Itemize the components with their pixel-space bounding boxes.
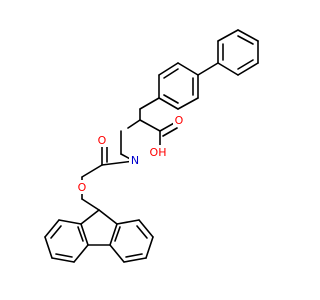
bond — [237, 62, 259, 76]
bond — [125, 253, 143, 258]
acid-oxygen-label: O — [175, 114, 184, 127]
bond — [158, 62, 179, 76]
bond — [138, 219, 154, 238]
atom-labels: N O O O OH — [76, 113, 185, 194]
bond — [145, 236, 154, 259]
bond — [44, 236, 53, 259]
molecule-structure: N O O O OH — [44, 29, 259, 263]
nitrogen-label: N — [131, 154, 139, 167]
bond — [58, 219, 82, 225]
bond — [217, 62, 239, 76]
bond — [177, 97, 199, 110]
bond — [177, 62, 199, 76]
bond — [127, 119, 141, 129]
bond — [237, 35, 254, 45]
bond — [123, 257, 147, 263]
atom-label-bg — [173, 113, 185, 127]
bond — [162, 127, 178, 137]
carbonyl-oxygen-label: O — [98, 134, 107, 147]
bond — [44, 219, 60, 238]
bond — [139, 119, 161, 132]
bond — [80, 223, 89, 246]
bond — [98, 209, 118, 225]
bond — [158, 97, 179, 110]
atom-label-bg — [76, 180, 88, 194]
bond — [51, 257, 75, 263]
atom-label-bg — [129, 153, 141, 167]
ether-oxygen-label: O — [78, 181, 87, 194]
bond — [81, 198, 100, 211]
atom-label-bg — [96, 133, 108, 147]
hydroxyl-label: OH — [150, 146, 167, 159]
bond — [73, 244, 89, 263]
bond — [109, 244, 125, 263]
bond — [81, 164, 103, 178]
bond — [217, 29, 239, 42]
bond — [80, 209, 100, 225]
bond — [139, 97, 160, 110]
bond — [136, 225, 148, 239]
bond — [101, 160, 135, 166]
bond — [116, 219, 140, 225]
bond — [109, 223, 118, 246]
bond — [55, 253, 73, 258]
atom-label-bg — [148, 145, 168, 159]
bond — [163, 68, 179, 79]
bond — [50, 225, 62, 239]
bond — [77, 226, 84, 242]
bond — [237, 29, 259, 42]
bonds — [44, 29, 259, 263]
bond — [237, 59, 254, 70]
bond — [114, 226, 121, 242]
structure-canvas: N O O O OH — [44, 29, 259, 263]
bond — [163, 94, 179, 104]
bond — [197, 62, 219, 76]
